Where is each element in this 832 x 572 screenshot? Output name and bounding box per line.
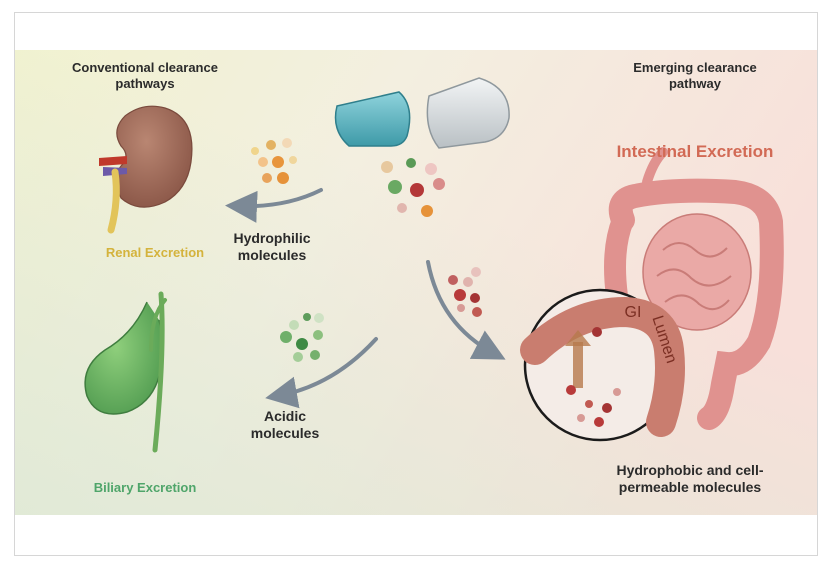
- intestine-icon: [604, 147, 784, 430]
- molecules-hydrophobic-cluster: [448, 267, 482, 317]
- gi-label: GI: [624, 304, 642, 321]
- hydrophilic-molecules-label: Hydrophilic molecules: [233, 230, 311, 263]
- renal-excretion-label: Renal Excretion: [105, 245, 205, 260]
- molecules-acidic-cluster: [280, 313, 324, 362]
- diagram-panel: [15, 50, 817, 515]
- capsule-icon: [334, 77, 510, 149]
- intestinal-excretion-label: Intestinal Excretion: [616, 142, 774, 161]
- magnifier-inset-icon: [520, 288, 685, 442]
- kidney-icon: [99, 105, 193, 234]
- acidic-molecules-label: Acidic molecules: [250, 408, 320, 441]
- emerging-pathway-heading: Emerging clearance pathway: [633, 60, 757, 91]
- arrow-to-intestinal: [426, 260, 506, 360]
- hydrophobic-molecules-label: Hydrophobic and cell-permeable molecules: [616, 462, 764, 495]
- biliary-excretion-label: Biliary Excretion: [93, 480, 197, 495]
- arrow-to-biliary: [265, 337, 378, 409]
- molecules-hydrophilic-cluster: [251, 138, 297, 184]
- conventional-pathways-heading: Conventional clearance pathways: [72, 60, 218, 91]
- molecules-capsule-cluster: [381, 158, 445, 217]
- gallbladder-icon: [84, 291, 167, 453]
- arrow-to-renal: [225, 188, 323, 223]
